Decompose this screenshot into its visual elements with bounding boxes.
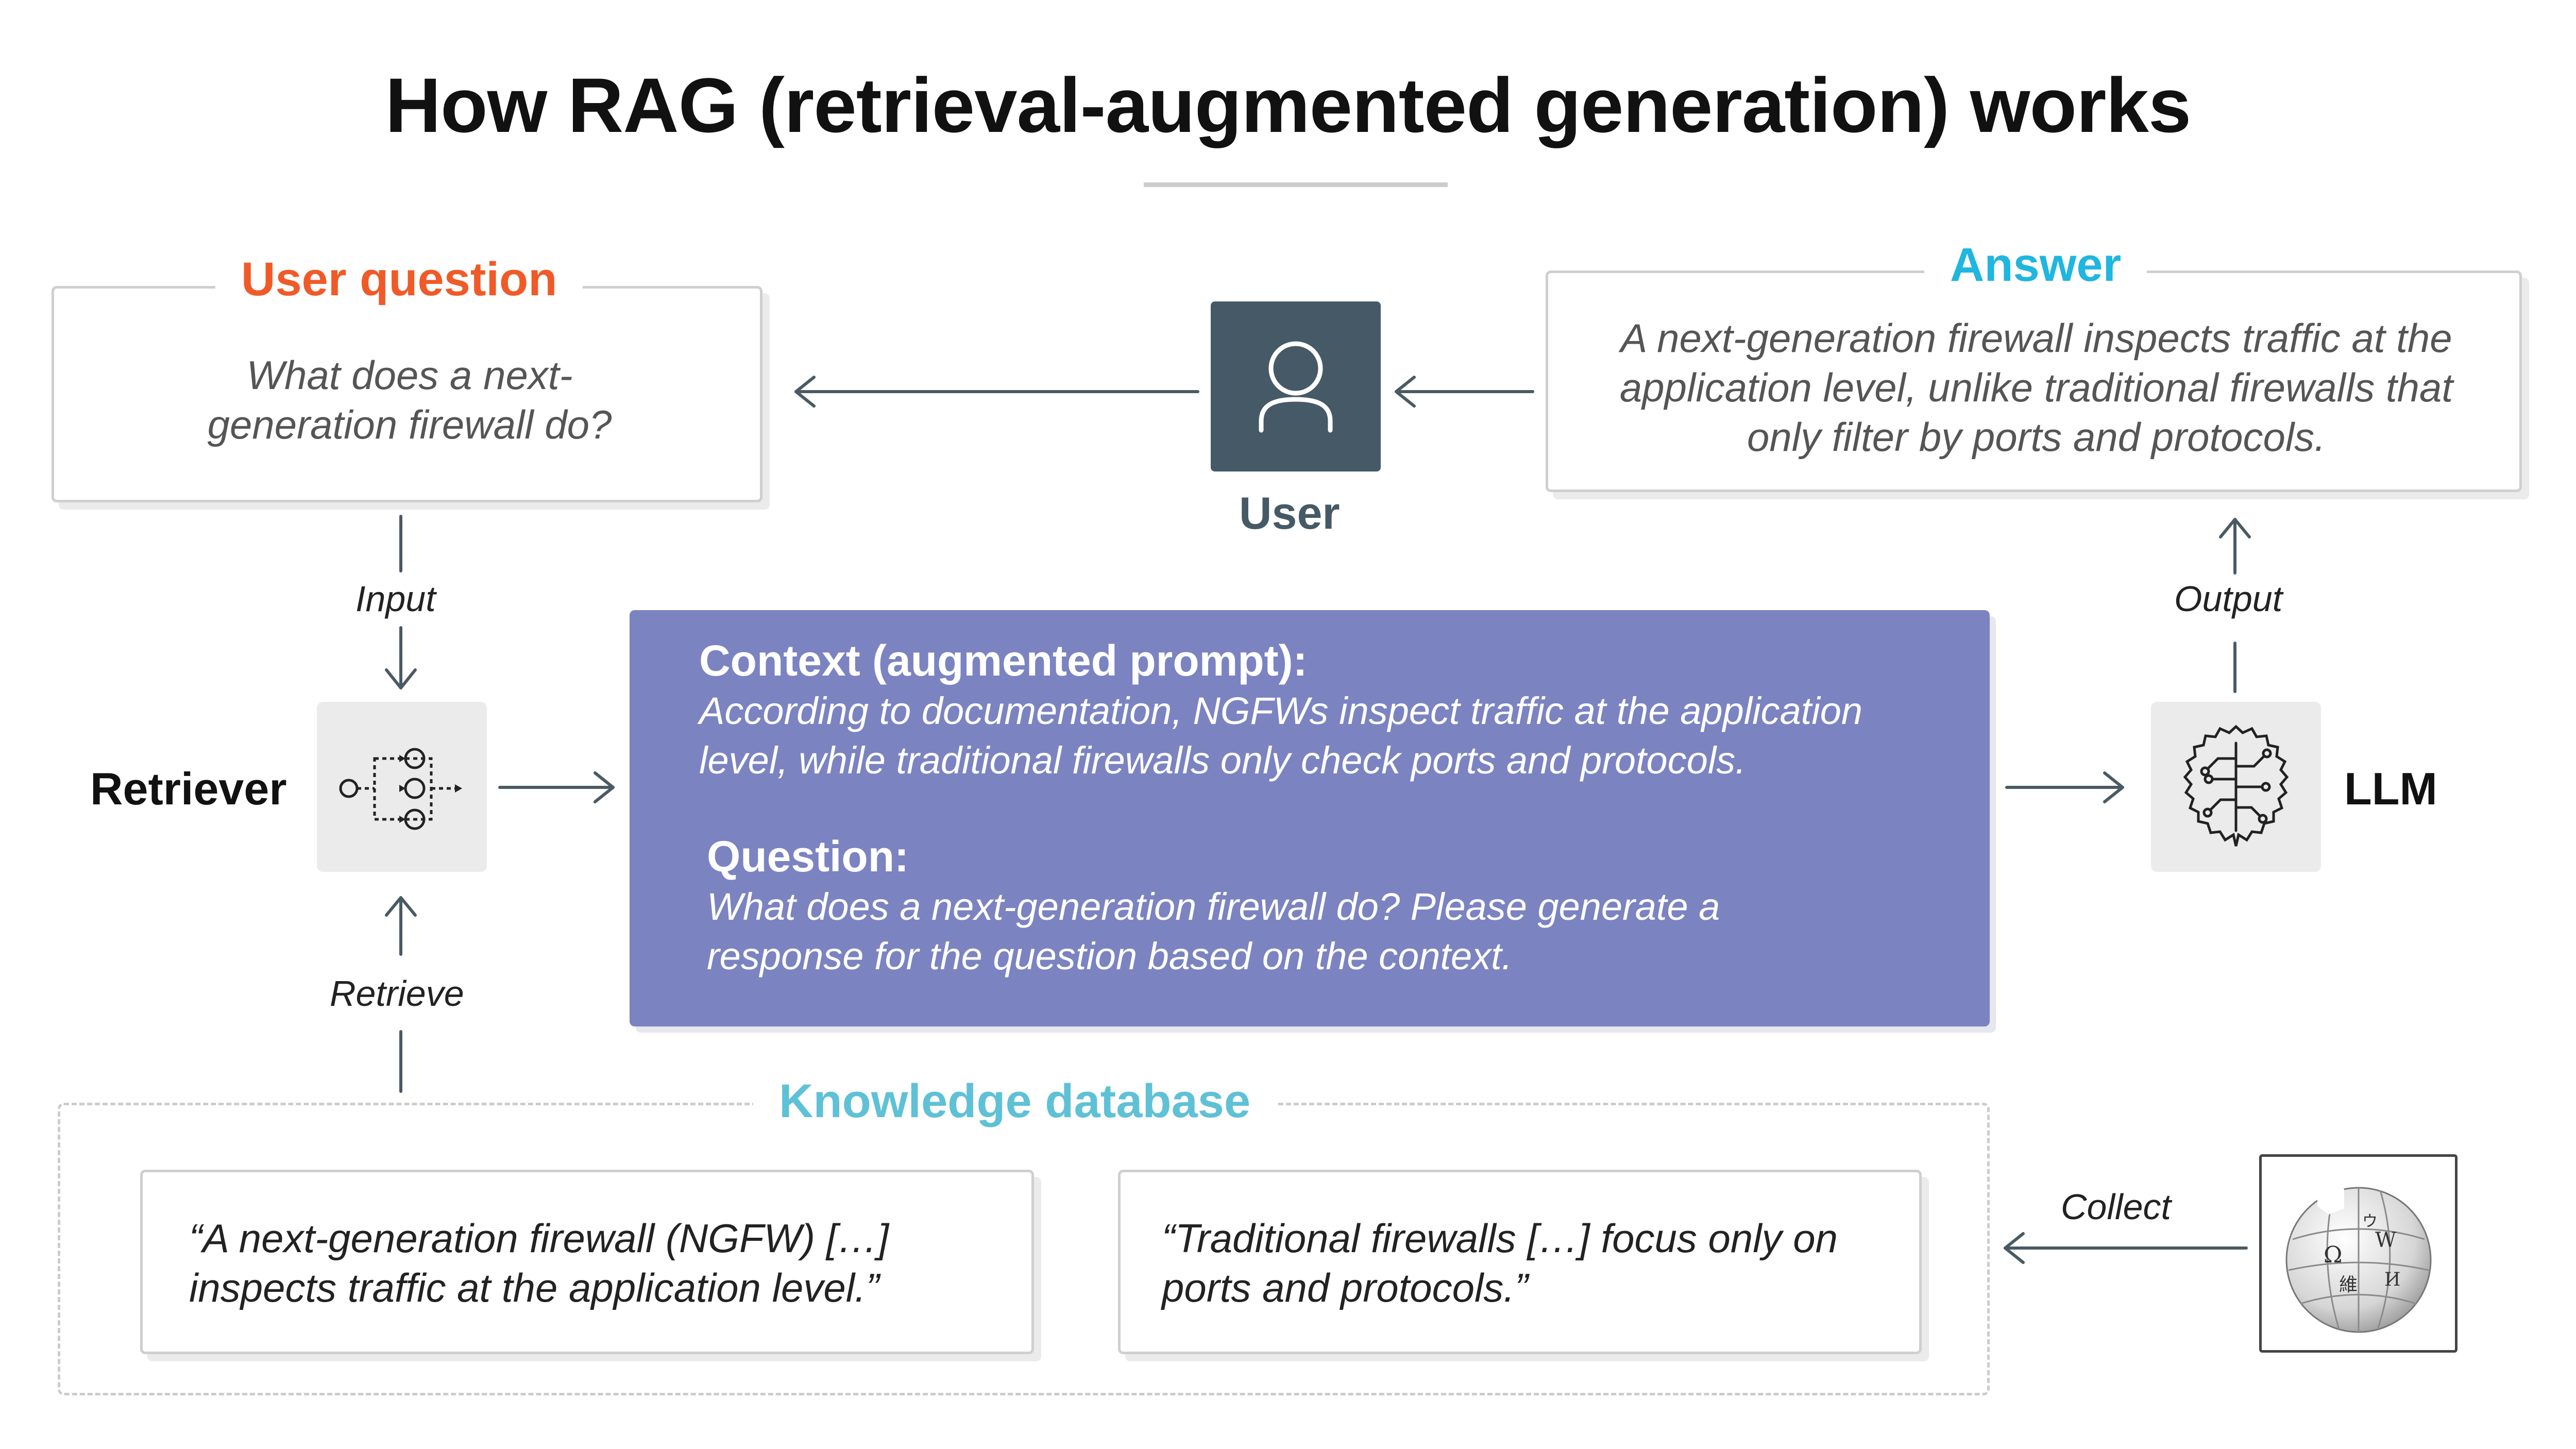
user-question-heading: User question [215,252,583,307]
context-text: According to documentation, NGFWs inspec… [699,689,1863,782]
answer-text: A next-generation firewall inspects traf… [1619,315,2453,460]
retrieve-label: Retrieve [330,973,464,1014]
user-icon [1259,341,1333,433]
collect-label: Collect [2061,1187,2171,1227]
svg-text:И: И [2384,1269,2400,1290]
title-underline [1144,182,1448,187]
answer-card: A next-generation firewall inspects traf… [1546,271,2522,492]
context-heading: Context (augmented prompt): [699,636,1308,685]
svg-text:W: W [2375,1228,2396,1252]
brain-chip-icon [2183,724,2289,847]
knowledge-database-heading: Knowledge database [753,1074,1277,1128]
retriever-network-icon [339,748,462,830]
question-heading: Question: [707,832,909,881]
user-question-card: What does a next-generation firewall do? [52,286,762,502]
question-text: What does a next-generation firewall do?… [707,885,1720,978]
knowledge-snippet-1: “A next-generation firewall (NGFW) […] i… [140,1170,1034,1354]
llm-box [2151,702,2321,872]
svg-text:ウ: ウ [2362,1212,2378,1231]
answer-heading: Answer [1924,238,2147,292]
user-label: User [1239,487,1340,538]
output-label: Output [2174,579,2283,619]
input-label: Input [355,579,436,619]
knowledge-snippet-1-text: “A next-generation firewall (NGFW) […] i… [189,1216,889,1310]
wikipedia-globe-icon: Ω W И 維 ウ [2285,1187,2432,1333]
page-title: How RAG (retrieval-augmented generation)… [385,62,2192,148]
user-avatar [1211,301,1381,471]
knowledge-snippet-2: “Traditional firewalls […] focus only on… [1118,1170,1922,1354]
retriever-label: Retriever [90,763,287,814]
context-augmented-prompt: Context (augmented prompt): According to… [630,610,1990,1026]
knowledge-snippet-2-text: “Traditional firewalls […] focus only on… [1162,1216,1838,1310]
svg-text:維: 維 [2339,1274,2358,1295]
svg-text:Ω: Ω [2324,1242,2342,1268]
retriever-box [317,702,487,872]
llm-label: LLM [2344,763,2437,814]
user-question-text: What does a next-generation firewall do? [207,352,612,447]
wikipedia-source: Ω W И 維 ウ [2259,1154,2458,1353]
